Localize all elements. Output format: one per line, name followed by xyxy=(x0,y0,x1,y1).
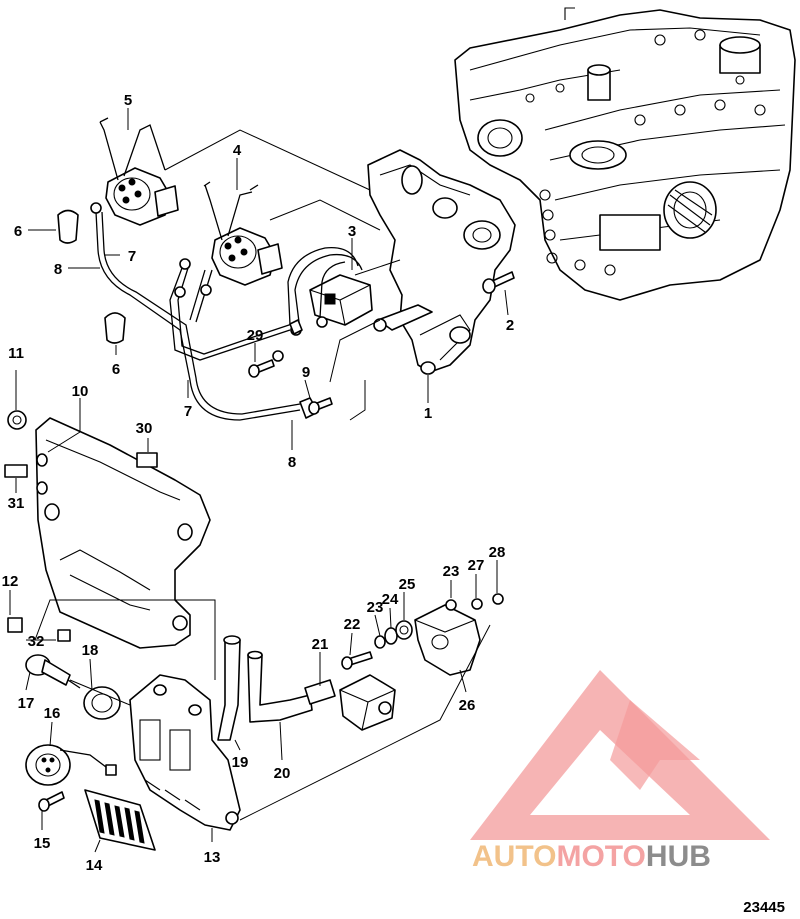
callout-6-upper: 6 xyxy=(14,223,22,240)
screw-9 xyxy=(308,397,333,415)
callout-28: 28 xyxy=(489,544,506,561)
callout-12: 12 xyxy=(2,573,19,590)
mounting-bracket xyxy=(367,149,516,375)
callout-32: 32 xyxy=(28,633,45,650)
callout-9: 9 xyxy=(302,364,310,381)
decal-32 xyxy=(57,629,71,642)
callout-8-upper: 8 xyxy=(54,261,62,278)
engine-block xyxy=(454,7,796,301)
svg-text:AUTOMOTOHUB: AUTOMOTOHUB xyxy=(472,840,711,873)
callout-19: 19 xyxy=(232,754,249,771)
callout-3: 3 xyxy=(348,223,356,240)
callout-13: 13 xyxy=(204,849,221,866)
callout-16: 16 xyxy=(44,705,61,722)
valve-21 xyxy=(304,674,396,731)
callout-10: 10 xyxy=(72,383,89,400)
rectifier xyxy=(84,789,156,851)
callout-22: 22 xyxy=(344,616,361,633)
callout-11: 11 xyxy=(8,345,24,362)
watermark-text: AUTOMOTOHUB xyxy=(472,840,711,873)
callouts: 1 2 3 4 5 6 6 7 7 8 8 9 10 11 12 13 14 1… xyxy=(2,92,515,874)
callout-20: 20 xyxy=(274,765,291,782)
grommet-11 xyxy=(7,410,27,430)
callout-8-lower: 8 xyxy=(288,454,296,471)
callout-7-upper: 7 xyxy=(128,248,136,265)
callout-14: 14 xyxy=(86,857,103,874)
callout-31: 31 xyxy=(8,495,25,512)
screw-15 xyxy=(38,791,65,812)
figure-number: 23445 xyxy=(743,899,785,916)
callout-7-lower: 7 xyxy=(184,403,192,420)
callout-18: 18 xyxy=(82,642,99,659)
screw-29 xyxy=(248,359,275,378)
screw-12 xyxy=(7,617,23,633)
decal-31 xyxy=(4,464,28,478)
mounting-plate xyxy=(129,674,241,831)
grommet-25 xyxy=(395,620,413,640)
battery-cables xyxy=(90,202,319,421)
washer-23b xyxy=(445,599,457,611)
washer-23a xyxy=(374,635,386,649)
callout-25: 25 xyxy=(399,576,416,593)
sensor-16 xyxy=(25,744,117,786)
callout-29: 29 xyxy=(247,327,264,344)
callout-2: 2 xyxy=(506,317,514,334)
bolt-2 xyxy=(482,271,515,294)
washer-27 xyxy=(471,598,483,610)
callout-6-lower: 6 xyxy=(112,361,120,378)
terminal-boot-lower xyxy=(104,312,126,344)
callout-30: 30 xyxy=(136,420,153,437)
callout-5: 5 xyxy=(124,92,132,109)
decal-30 xyxy=(136,452,158,468)
callout-17: 17 xyxy=(18,695,35,712)
watermark-moto: MOTO xyxy=(556,840,645,873)
callout-27: 27 xyxy=(468,557,485,574)
screw-22 xyxy=(341,651,373,670)
nut-28 xyxy=(492,593,504,605)
electrical-cover xyxy=(35,417,211,649)
hose-20 xyxy=(247,650,313,723)
starter-solenoid-5 xyxy=(99,117,179,226)
hose-19 xyxy=(217,635,241,741)
watermark-auto: AUTO xyxy=(472,840,556,873)
callout-23a: 23 xyxy=(367,599,384,616)
starter-solenoid-4 xyxy=(203,181,283,286)
watermark-logo xyxy=(470,670,770,840)
terminal-boot-upper xyxy=(57,209,79,244)
callout-1: 1 xyxy=(424,405,432,422)
leader-lines xyxy=(9,108,509,853)
callout-24: 24 xyxy=(382,591,399,608)
spacer-24 xyxy=(384,627,398,645)
callout-23b: 23 xyxy=(443,563,460,580)
bracket-26 xyxy=(414,604,481,676)
callout-4: 4 xyxy=(233,142,242,159)
watermark-hub: HUB xyxy=(646,840,711,873)
callout-21: 21 xyxy=(312,636,329,653)
relay-assembly xyxy=(287,246,373,336)
grommet-18 xyxy=(83,686,121,720)
sensor-17 xyxy=(25,654,81,689)
callout-15: 15 xyxy=(34,835,51,852)
callout-26: 26 xyxy=(459,697,476,714)
